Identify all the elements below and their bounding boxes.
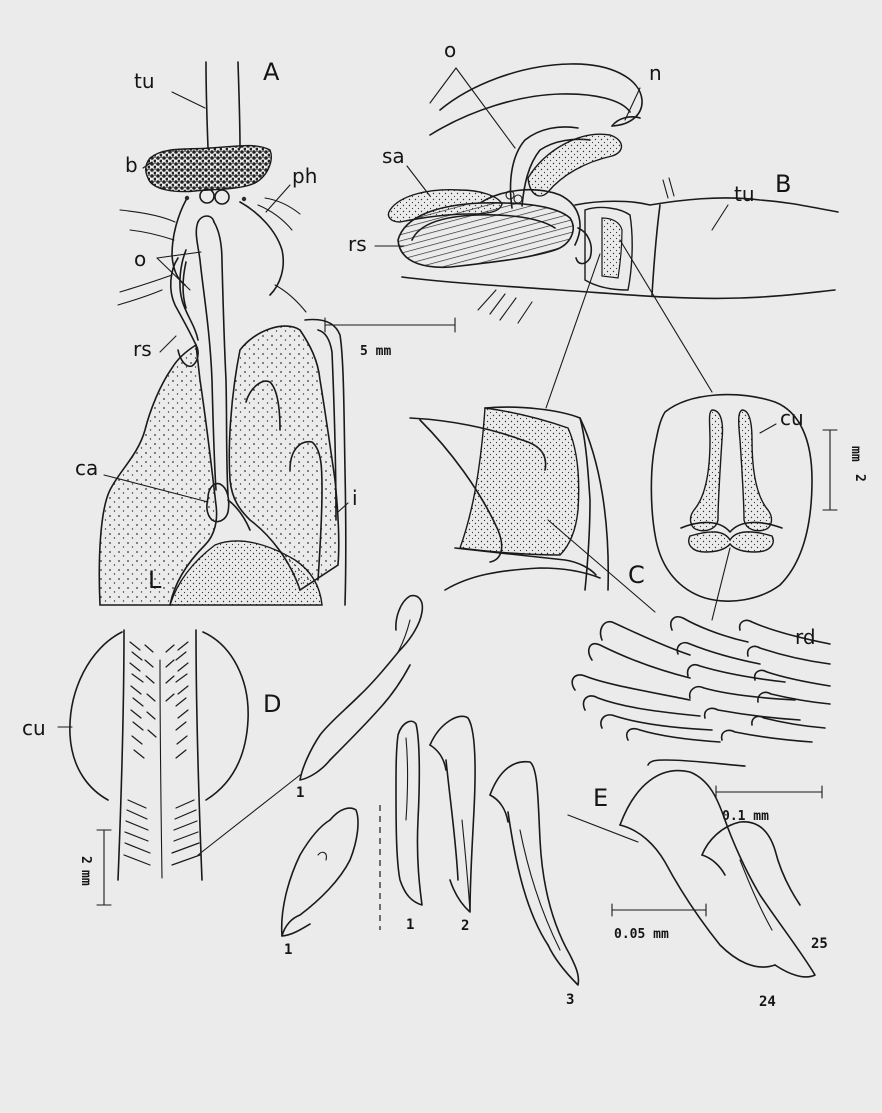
radula-rows-drawing <box>572 617 830 798</box>
label-cu-d: cu <box>22 716 46 740</box>
label-rd: rd <box>795 625 816 649</box>
label-rs-b: rs <box>348 232 367 256</box>
label-i: i <box>352 486 358 510</box>
tooth-number-1-middle: 1 <box>406 917 414 933</box>
panel-e-letter: E <box>593 784 608 812</box>
panel-b-drawing <box>375 64 838 408</box>
label-ca: ca <box>75 456 98 480</box>
panel-c-letter: C <box>628 561 645 589</box>
label-ph: ph <box>292 164 317 188</box>
panel-a-letter: A <box>263 58 280 86</box>
scale-label-5mm: 5 mm <box>360 344 391 359</box>
tooth-number-1-top: 1 <box>296 785 304 801</box>
tooth-number-3: 3 <box>566 992 574 1008</box>
scale-label-2mm-d-unit: mm <box>78 870 93 886</box>
label-rs-a: rs <box>133 337 152 361</box>
panel-c-drawing <box>410 395 837 620</box>
panel-d-letter: D <box>263 690 281 718</box>
tooth-number-2: 2 <box>461 918 469 934</box>
scale-label-2mm-c-unit: mm <box>848 446 863 462</box>
scale-label-2mm-c-num: 2 <box>852 474 867 482</box>
label-o-b: o <box>444 38 456 62</box>
panel-b-letter: B <box>775 170 791 198</box>
scale-label-0-05mm: 0.05 mm <box>614 927 669 942</box>
scale-label-2mm-d-num: 2 <box>78 856 93 864</box>
label-b: b <box>125 153 138 177</box>
label-tu-b: tu <box>734 182 755 206</box>
panel-a-drawing <box>99 62 348 605</box>
panel-e-drawing <box>282 596 815 985</box>
label-o-a: o <box>134 247 146 271</box>
label-n: n <box>649 61 662 85</box>
tooth-number-25: 25 <box>811 936 828 952</box>
label-sa: sa <box>382 144 405 168</box>
label-tu-a: tu <box>134 69 155 93</box>
label-L: L <box>148 566 162 594</box>
label-cu-c: cu <box>780 406 804 430</box>
tooth-number-24: 24 <box>759 994 776 1010</box>
tooth-number-1-bottom: 1 <box>284 942 292 958</box>
panel-d-drawing <box>58 630 300 905</box>
scale-bar-5mm: 5 mm <box>325 318 455 359</box>
